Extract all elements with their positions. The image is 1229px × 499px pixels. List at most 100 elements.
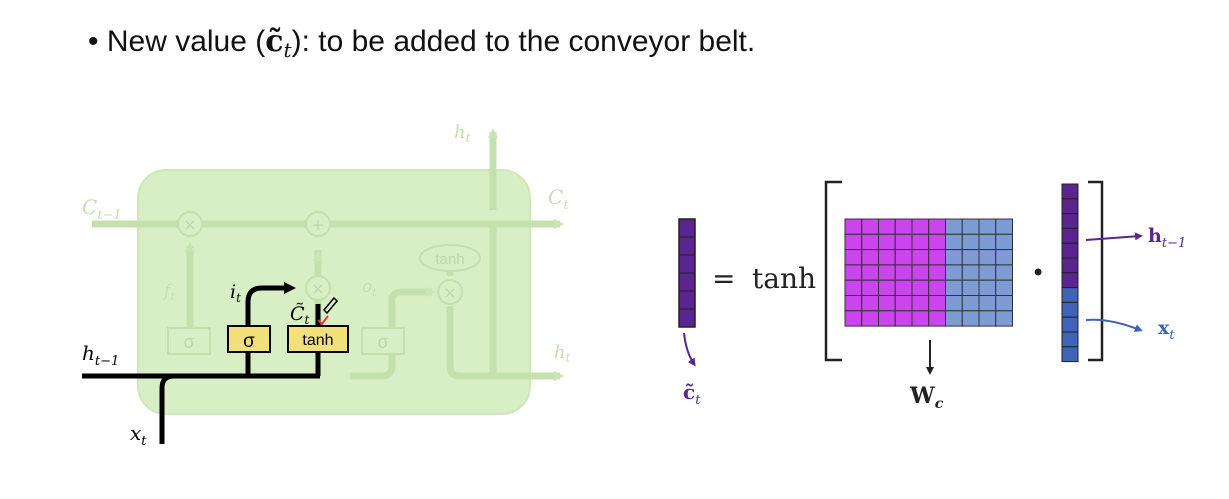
matrix-cell [894,264,913,281]
ct-label: c̃t [683,380,701,408]
matrix-cell [945,218,963,235]
vector-cell [1061,301,1079,318]
matrix-cell [844,310,863,327]
input-multiply-symbol: × [311,279,324,298]
matrix-cell [928,264,946,281]
matrix-cell [844,233,863,251]
pencil-icon [322,296,339,315]
o-gate-label: ot [362,277,377,299]
matrix-cell [878,295,896,312]
vector-cell [1061,287,1079,303]
matrix-cell [894,249,913,266]
matrix-cell [911,233,930,251]
matrix-cell [911,264,930,281]
matrix-cell [844,249,863,266]
matrix-cell [878,249,896,266]
matrix-cell [961,264,980,281]
red-check-icon [317,315,329,326]
matrix-cell [961,295,980,312]
h-label: ht−1 [1148,225,1186,251]
left-bracket [824,180,842,362]
vector-cell [1061,331,1079,348]
matrix-cell [945,295,963,312]
vector-cell [1061,183,1079,200]
matrix-cell [978,218,997,235]
matrix-cell [861,310,879,327]
vector-cell [1061,242,1079,259]
matrix-cell [928,279,946,297]
matrix-cell [911,279,930,297]
forget-multiply-symbol: × [183,215,196,234]
output-multiply-symbol: × [443,283,456,302]
h-right-label: ht [554,342,571,365]
x-arrow [1085,318,1143,332]
matrix-cell [861,279,879,297]
matrix-cell [894,279,913,297]
matrix-cell [961,218,980,235]
add-node [305,211,331,237]
x-in-label: xt [130,421,147,449]
x-label: xt [1158,317,1175,343]
matrix-cell [861,218,879,235]
active-pathways [82,282,321,444]
matrix-cell [945,233,963,251]
matrix-cell [961,233,980,251]
matrix-cell [844,218,863,235]
matrix-cell [978,310,997,327]
tanh-function: tanh [752,262,816,295]
vector-cell [1061,198,1079,215]
matrix-cell [861,233,879,251]
matrix-cell [911,310,930,327]
output-gate-box [361,327,405,355]
matrix-cell [894,233,913,251]
matrix-cell [995,233,1013,251]
matrix-cell [861,295,879,312]
matrix-cell [995,264,1013,281]
output-vector [678,218,696,328]
h-prev-label: ht−1 [82,341,119,369]
h-top-label: ht [454,122,471,145]
vector-cell [1061,346,1079,363]
matrix-cell [928,310,946,327]
matrix-cell [894,218,913,235]
vector-cell [1061,213,1079,229]
matrix-cell [961,249,980,266]
forget-gate-box [167,327,211,355]
forget-multiply-node [177,211,203,237]
ct-arrow [683,332,696,367]
right-bracket [1088,180,1104,362]
matrix-cell [894,295,913,312]
cell-out-label: Ct [548,185,569,213]
equation: c̃t = tanh Wc • ht−1 xt [678,180,1186,412]
matrix-cell [928,249,946,266]
concat-vector [1061,183,1079,363]
matrix-cell [978,249,997,266]
matrix-cell [978,295,997,312]
matrix-cell [945,310,963,327]
matrix-cell [978,264,997,281]
matrix-cell [878,264,896,281]
matrix-cell [945,279,963,297]
matrix-cell [894,310,913,327]
wc-label: Wc [909,383,944,412]
matrix-cell [995,218,1013,235]
bullet-subscript: t [283,38,292,62]
matrix-cell [928,295,946,312]
matrix-cell [878,218,896,235]
matrix-cell [978,233,997,251]
bullet-prefix: New value ( [106,25,266,58]
matrix-cell [911,249,930,266]
tanh-oval-label: tanh [435,251,464,268]
bullet-suffix: ): to be added to the conveyor belt. [291,25,756,58]
lstm-cell: × + × × tanh σ σ Ct−1 Ct ht ht ft ot [82,122,571,449]
matrix-cell [961,279,980,297]
add-symbol: + [311,215,324,234]
matrix-cell [911,218,930,235]
c-tilde-label: C̃t [290,303,310,327]
dot-operator: • [1031,259,1045,287]
f-gate-label: ft [162,281,175,303]
forget-gate-sigma: σ [183,332,194,352]
matrix-cell [861,264,879,281]
matrix-cell [995,310,1013,327]
